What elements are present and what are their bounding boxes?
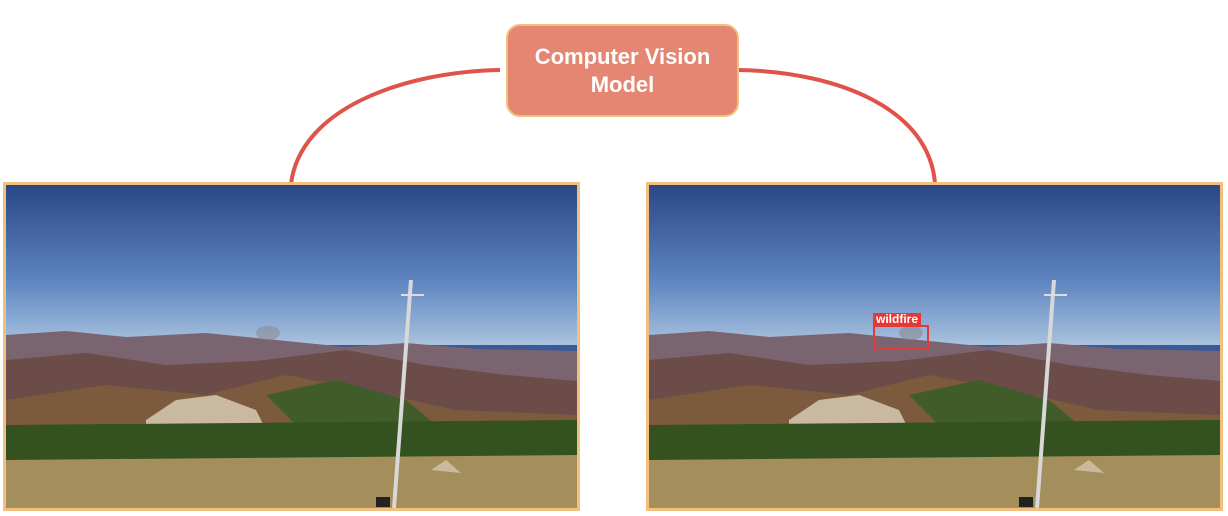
smoke-plume: [256, 326, 280, 340]
detection-bounding-box: [873, 325, 929, 350]
weather-pole: [1035, 279, 1056, 508]
landscape-image: [649, 185, 1220, 508]
output-image-panel: wildfire: [646, 182, 1223, 511]
computer-vision-model-node: Computer Vision Model: [506, 24, 739, 117]
model-label: Computer Vision Model: [534, 43, 711, 97]
weather-pole: [392, 279, 413, 508]
solar-panel: [376, 497, 390, 507]
input-image-panel: [3, 182, 580, 511]
landscape-image: [6, 185, 577, 508]
detection-label: wildfire: [873, 313, 922, 325]
connector-input-to-model: [289, 68, 501, 185]
connector-model-to-output: [738, 68, 937, 185]
smoke-plume: [899, 326, 923, 340]
solar-panel: [1019, 497, 1033, 507]
